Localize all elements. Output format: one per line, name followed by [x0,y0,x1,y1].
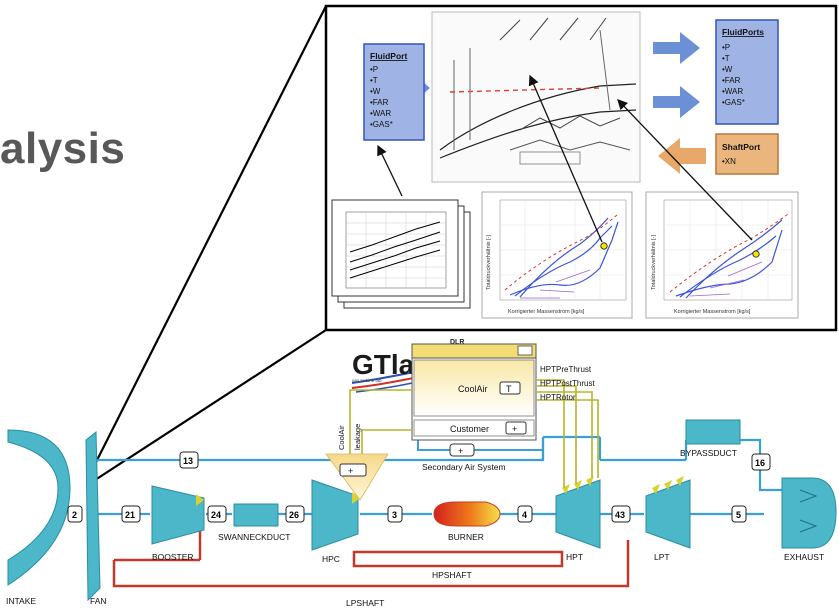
svg-text:T: T [506,384,512,394]
station-label: 26 [289,510,299,520]
station-label: 43 [615,510,625,520]
fluidport-box-left: FluidPort •P •T •W •FAR •WAR •GAS* [363,43,425,141]
lpt-label: LPT [654,552,670,562]
booster-label: BOOSTER [152,552,194,562]
compressor-map-1: Korrigierter Massenstrom [kg/s] Totaldru… [481,191,633,319]
sas-output-label: HPTRotor [540,393,576,402]
fluidport-left-title: FluidPort [370,51,407,61]
outlet-flow-arrow-bottom [653,86,700,118]
burner-label: BURNER [448,532,484,542]
zoom-line-top [87,5,327,479]
bypassduct-shape [685,419,741,445]
hpt-shape [555,479,601,549]
fan-label: FAN [90,596,107,606]
slide-title: alysis [0,124,126,173]
hpt-label: HPT [566,552,583,562]
hpc-label: HPC [322,554,340,564]
exhaust-label: EXHAUST [784,552,824,562]
station-label: 16 [755,458,765,468]
lp-shaft [112,540,630,588]
map2-ylabel: Totaldruckverhältnis [-] [651,235,657,290]
hpc-shape [311,479,359,551]
map2-xlabel: Korrigierter Massenstrom [kg/s] [674,309,751,315]
logo-badge: DLR [450,339,464,346]
leakage-port-label: leakage [353,424,362,450]
station-label: 21 [125,510,135,520]
hp-shaft [352,550,564,568]
svg-text:+: + [458,446,463,456]
fluidport-right-title: FluidPorts [722,27,764,37]
station-markers: 2 21 24 26 3 4 43 5 13 16 [67,451,771,523]
station-label: 5 [736,510,741,520]
fluidport-left-items: •P •T •W •FAR •WAR •GAS* [370,65,393,129]
pointer-map1 [528,74,603,243]
station-label: 3 [392,510,397,520]
booster-shape [151,485,205,545]
characteristic-tables [331,199,471,309]
burner-shape [433,501,501,527]
logo-subtext: gas turbine lab [352,378,382,383]
engine-flow-diagram: 2 21 24 26 3 4 43 5 13 16 INTAKE FAN BOO… [6,343,837,608]
coolair-port-label: CoolAir [337,425,346,450]
shaft-arrow [658,138,706,174]
inset-panel: FluidPort •P •T •W •FAR •WAR •GAS* Fluid… [324,4,838,332]
pointer-table-to-port [377,144,403,197]
svg-text:+: + [348,466,353,476]
station-label: 2 [72,510,77,520]
engine-cutaway-drawing [431,11,641,183]
svg-text:+: + [512,424,517,434]
sas-output-label: HPTPostThrust [540,379,595,388]
map1-ylabel: Totaldruckverhältnis [-] [486,235,492,290]
exhaust-shape [781,477,837,549]
lpshaft-label: LPSHAFT [346,598,384,608]
shaftport-box: ShaftPort •XN [715,133,779,175]
zoom-line-bottom [91,329,327,483]
intake-label: INTAKE [6,596,36,606]
lpt-shape [645,479,691,549]
coolair-label: CoolAir [458,384,488,394]
bypassduct-label: BYPASSDUCT [680,448,737,458]
swanneckduct-shape [233,503,279,527]
map1-xlabel: Korrigierter Massenstrom [kg/s] [508,309,585,315]
fluidport-box-right: FluidPorts •P •T •W •FAR •WAR •GAS* [715,19,779,125]
swanneckduct-label: SWANNECKDUCT [218,532,290,542]
intake-shape [7,429,71,586]
component-labels: INTAKE FAN BOOSTER SWANNECKDUCT HPC BURN… [6,448,824,608]
outlet-flow-arrow-top [653,32,700,64]
fluidport-right-items: •P •T •W •FAR •WAR •GAS* [722,43,745,107]
sas-output-label: HPTPreThrust [540,365,592,374]
sas-caption: Secondary Air System [422,462,506,472]
shaftport-item: •XN [722,157,736,166]
shaftport-title: ShaftPort [722,142,760,152]
customer-label: Customer [450,424,489,434]
fan-shape [85,430,101,602]
station-label: 13 [183,456,193,466]
station-label: 24 [211,510,221,520]
hpshaft-label: HPSHAFT [432,570,472,580]
compressor-map-2: Korrigierter Massenstrom [kg/s] Totaldru… [645,191,799,319]
pointer-map2 [617,99,753,241]
secondary-air-system: CoolAir T Customer + + Secondary Air Sys… [325,343,599,501]
station-label: 4 [522,510,527,520]
